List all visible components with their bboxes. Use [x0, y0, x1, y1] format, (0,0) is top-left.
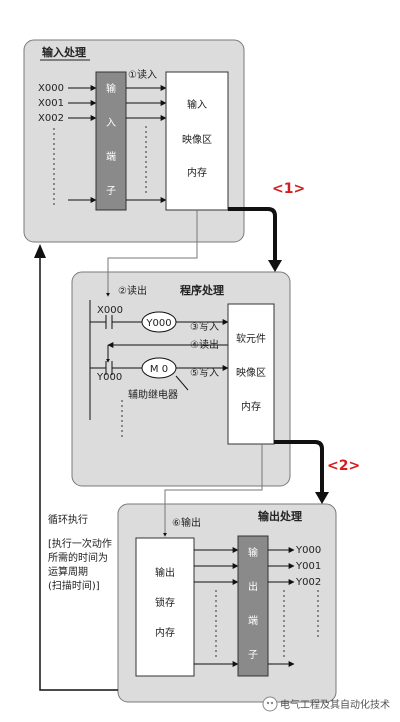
input-x000: X000 — [38, 83, 64, 94]
input-x002: X002 — [38, 113, 64, 124]
output-y001: Y001 — [295, 561, 321, 572]
output-transfer-line — [163, 444, 263, 537]
latch-line-2: 锁存 — [155, 596, 175, 609]
device-memory-line-1: 软元件 — [236, 332, 266, 345]
step-2-arrow — [274, 440, 324, 494]
input-image-memory — [165, 71, 229, 211]
cycle-note-2: 所需的时间为 — [48, 551, 108, 564]
input-terminal-char-1: 输 — [106, 82, 116, 95]
contact-x000: X000 — [97, 305, 123, 316]
cycle-note-3: 运算周期 — [48, 565, 88, 578]
cycle-note-1: [执行一次动作 — [48, 537, 112, 550]
input-memory-line-1: 输入 — [187, 98, 207, 111]
device-memory-line-3: 内存 — [241, 400, 261, 413]
input-terminal-char-4: 子 — [106, 185, 116, 197]
program-section-title: 程序处理 — [180, 283, 224, 297]
readout-label: ②读出 — [118, 284, 147, 297]
latch-line-1: 输出 — [155, 566, 175, 579]
write-3-label: ③写入 — [190, 321, 219, 333]
output-latch-memory — [135, 537, 195, 677]
output-y002: Y002 — [295, 577, 321, 588]
cycle-loop-line — [39, 256, 118, 691]
write-5-label: ⑤写入 — [190, 367, 219, 379]
output-terminal-char-4: 子 — [248, 649, 258, 661]
output-y000: Y000 — [295, 545, 321, 556]
input-x001: X001 — [38, 98, 64, 109]
coil-m0-label: M 0 — [150, 364, 168, 375]
watermark-text: 电气工程及其自动化技术 — [280, 698, 390, 711]
input-terminal — [95, 71, 127, 211]
output-section-title: 输出处理 — [258, 509, 302, 523]
read-4-label: ④读出 — [190, 338, 219, 351]
wechat-icon — [262, 696, 278, 712]
input-terminal-char-2: 入 — [106, 118, 116, 129]
output-terminal — [237, 535, 269, 677]
latch-line-3: 内存 — [155, 626, 175, 639]
read-label: ①读入 — [128, 68, 157, 81]
output-terminal-char-3: 端 — [248, 614, 258, 627]
input-memory-line-2: 映像区 — [182, 134, 212, 146]
input-section-title: 输入处理 — [42, 45, 86, 59]
aux-relay-label: 辅助继电器 — [128, 388, 178, 401]
step-2-label: <2> — [327, 458, 360, 474]
output-label: ⑥输出 — [172, 516, 201, 529]
step-1-arrow — [228, 207, 277, 262]
cycle-title: 循环执行 — [48, 513, 88, 526]
contact-y000: Y000 — [96, 372, 122, 383]
output-terminal-char-1: 输 — [248, 546, 258, 559]
device-image-memory — [227, 303, 275, 445]
input-terminal-char-3: 端 — [106, 150, 116, 163]
coil-y000-label: Y000 — [145, 318, 171, 329]
output-terminal-char-2: 出 — [248, 580, 258, 593]
cycle-note-4: (扫描时间)] — [48, 579, 100, 592]
device-memory-line-2: 映像区 — [236, 367, 266, 379]
step-1-label: <1> — [272, 181, 305, 197]
read-out-line — [106, 210, 198, 297]
input-memory-line-3: 内存 — [187, 166, 207, 179]
